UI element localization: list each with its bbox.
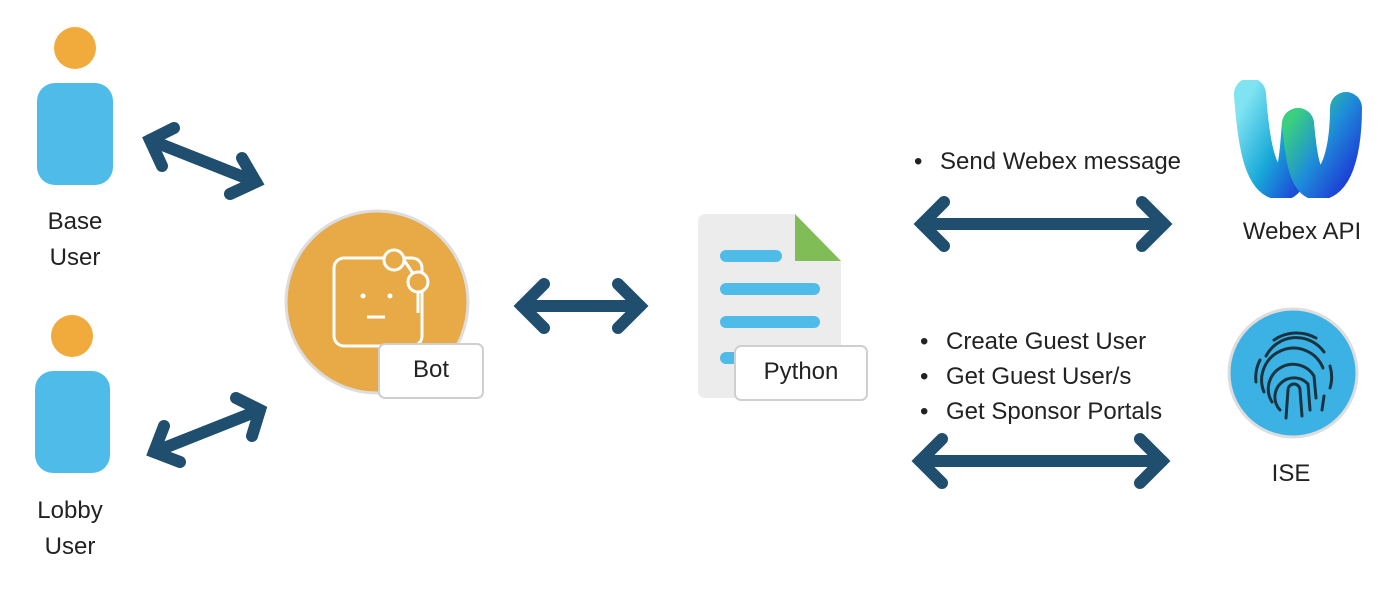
lobby-user-label: Lobby User	[15, 493, 125, 565]
ise-actions-list: Create Guest User Get Guest User/s Get S…	[920, 324, 1162, 429]
lobby-user-label-line2: User	[44, 533, 96, 560]
ise-action-item: Create Guest User	[920, 324, 1162, 359]
base-user-person-icon	[35, 27, 113, 187]
python-label: Python	[734, 345, 868, 401]
lobby-user-label-line1: Lobby	[37, 497, 103, 524]
base-user-label: Base User	[20, 204, 130, 276]
base-user-label-line1: Base	[47, 208, 103, 235]
webex-api-label: Webex API	[1242, 218, 1362, 245]
fingerprint-icon	[1226, 306, 1360, 440]
webex-actions-list: Send Webex message	[914, 144, 1181, 179]
webex-logo-icon	[1222, 78, 1372, 201]
lobby-user-person-icon	[35, 315, 113, 475]
document-icon	[698, 214, 844, 400]
webex-action-item: Send Webex message	[914, 144, 1181, 179]
base-user-label-line2: User	[49, 244, 101, 271]
ise-action-item: Get Sponsor Portals	[920, 394, 1162, 429]
ise-label: ISE	[1271, 460, 1311, 487]
bot-label: Bot	[378, 343, 484, 399]
ise-action-item: Get Guest User/s	[920, 359, 1162, 394]
